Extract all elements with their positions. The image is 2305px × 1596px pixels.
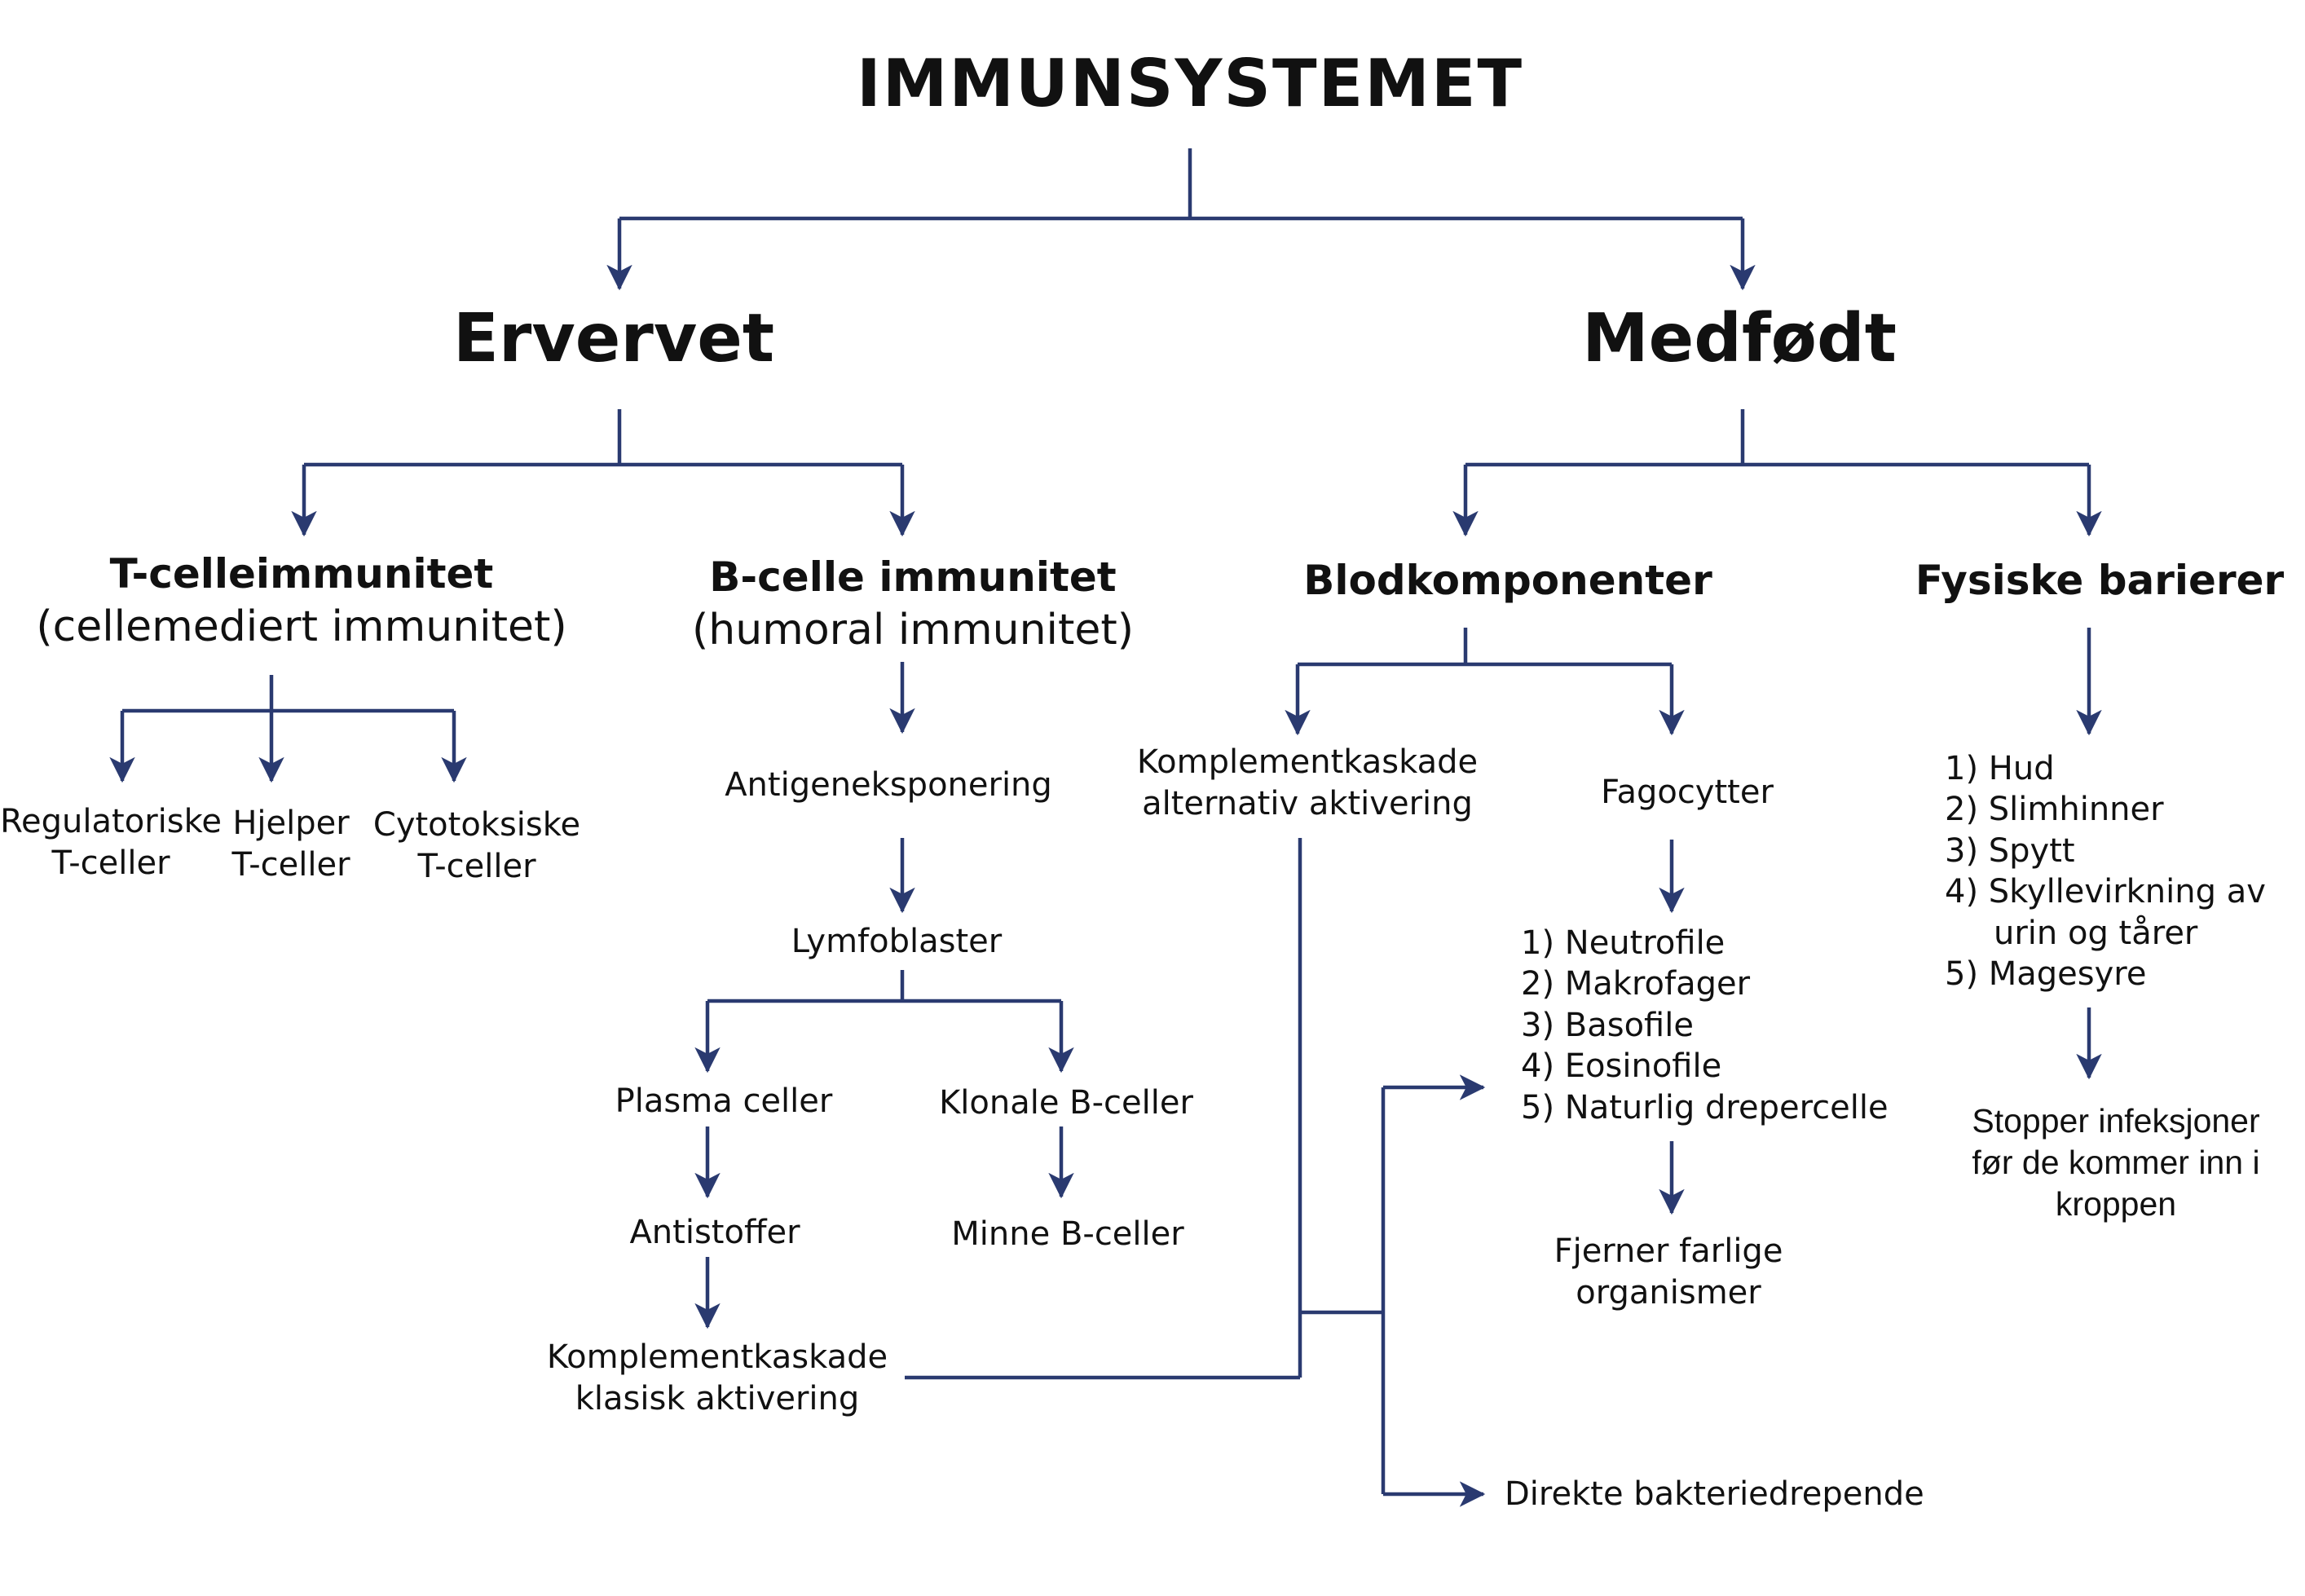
direct-bactericidal: Direkte bakteriedrepende <box>1505 1475 1924 1513</box>
barrier-list: 1) Hud 2) Slimhinner 3) Spytt 4) Skyllev… <box>1945 748 2266 994</box>
diagram-title: IMMUNSYSTEMET <box>856 46 1524 121</box>
antibodies: Antistoffer <box>629 1214 800 1251</box>
clonal-bcells: Klonale B-celler <box>939 1084 1193 1122</box>
phagocytes: Fagocytter <box>1601 774 1774 811</box>
phagocyte-list-item: 5) Naturlig drepercelle <box>1521 1088 1889 1126</box>
stops-infections-line: Stopper infeksjoner <box>1972 1102 2260 1140</box>
complement-alternative-line: Komplementkaskade <box>1136 743 1479 781</box>
physical-barriers-title: Fysiske barierer <box>1915 557 2285 604</box>
blood-components-title: Blodkomponenter <box>1303 557 1712 604</box>
tcell-type-line: Hjelper <box>232 805 350 842</box>
tcell-type-line: T-celler <box>417 848 536 886</box>
acquired-heading: Ervervet <box>452 300 775 377</box>
tcell-type-line: T-celler <box>231 846 350 884</box>
innate-heading: Medfødt <box>1582 300 1897 377</box>
antigen-exposure: Antigeneksponering <box>725 766 1052 804</box>
plasma-cells: Plasma celler <box>615 1082 833 1120</box>
tcell-immunity-node: T-celleimmunitet (cellemediert immunitet… <box>36 548 566 655</box>
memory-bcells: Minne B-celler <box>951 1215 1184 1253</box>
tcell-type-line: Regulatoriske <box>0 803 222 840</box>
bcell-immunity-subtitle: (humoral immunitet) <box>691 606 1135 655</box>
barrier-list-item: 5) Magesyre <box>1945 955 2147 993</box>
tcell-type-line: T-celler <box>51 844 170 883</box>
removes-harmful-organisms: Fjerner farlige organismer <box>1554 1231 1783 1314</box>
removes-line: Fjerner farlige <box>1554 1232 1783 1270</box>
phagocyte-list-item: 3) Basofile <box>1521 1006 1694 1044</box>
barrier-list-item: 1) Hud <box>1945 750 2055 787</box>
phagocyte-list-item: 4) Eosinofile <box>1521 1047 1722 1086</box>
tcell-immunity-title: T-celleimmunitet <box>109 550 494 597</box>
tcell-type-cytotoxic: Cytotoksiske T-celler <box>373 805 580 888</box>
tcell-immunity-subtitle: (cellemediert immunitet) <box>36 602 567 651</box>
barrier-list-item: 3) Spytt <box>1945 831 2075 870</box>
complement-classical-line: klasisk aktivering <box>575 1380 860 1418</box>
phagocyte-list-item: 2) Makrofager <box>1521 965 1751 1003</box>
phagocyte-list-item: 1) Neutrofile <box>1521 924 1725 962</box>
bcell-immunity-node: B-celle immunitet (humoral immunitet) <box>692 551 1134 658</box>
phagocyte-list: 1) Neutrofile 2) Makrofager 3) Basofile … <box>1521 923 1889 1128</box>
stops-infections-line: før de kommer inn i <box>1972 1143 2260 1181</box>
barrier-list-item: 4) Skyllevirkning av <box>1945 873 2266 911</box>
stops-infections: Stopper infeksjoner før de kommer inn i … <box>1972 1100 2259 1224</box>
bcell-immunity-title: B-celle immunitet <box>709 553 1117 601</box>
tcell-type-line: Cytotoksiske <box>372 806 581 844</box>
tcell-type-helper: Hjelper T-celler <box>231 803 350 886</box>
tcell-type-regulatory: Regulatoriske T-celler <box>0 801 222 884</box>
complement-alternative-line: alternativ aktivering <box>1142 785 1473 823</box>
barrier-list-item: urin og tårer <box>1994 914 2198 952</box>
complement-classical-line: Komplementkaskade <box>546 1338 888 1376</box>
complement-alternative: Komplementkaskade alternativ aktivering <box>1137 742 1478 825</box>
stops-infections-line: kroppen <box>2055 1184 2177 1223</box>
complement-classical: Komplementkaskade klasisk aktivering <box>547 1337 888 1420</box>
lymphoblasts: Lymfoblaster <box>791 923 1003 960</box>
barrier-list-item: 2) Slimhinner <box>1945 791 2164 829</box>
removes-line: organismer <box>1576 1274 1761 1312</box>
